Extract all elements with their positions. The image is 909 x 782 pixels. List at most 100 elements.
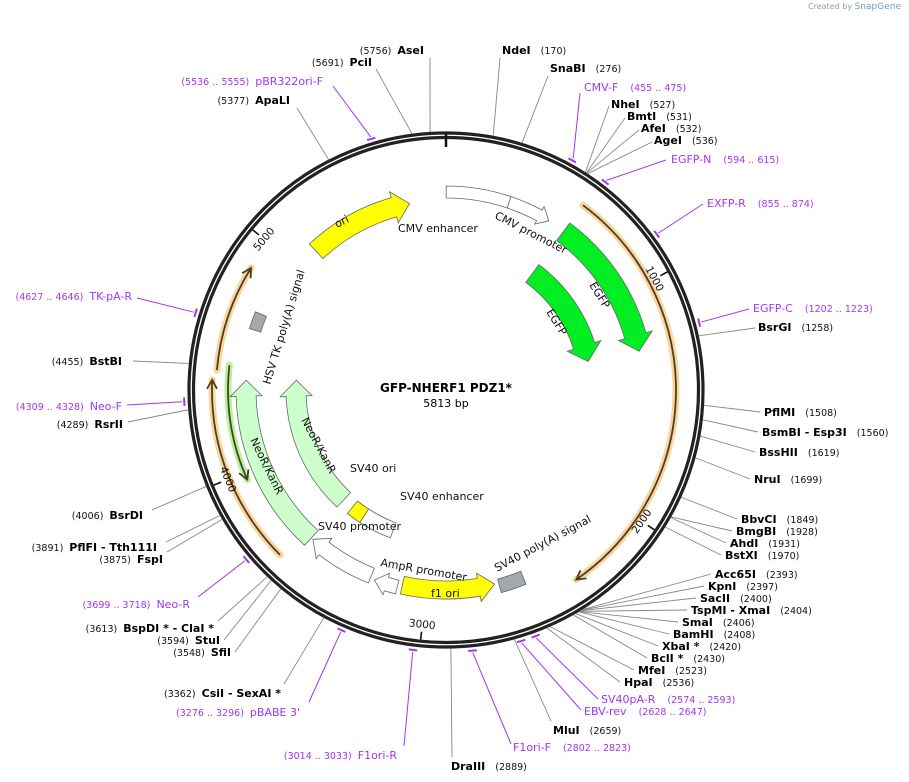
- feature-label-f1-ori[interactable]: f1 ori: [431, 587, 460, 600]
- enzyme-site-bstbi[interactable]: (4455)BstBI: [52, 355, 122, 368]
- feature-f1-ori-arrow[interactable]: [399, 572, 496, 603]
- enzyme-site-bspdi-clai[interactable]: (3613)BspDI * - ClaI *: [86, 622, 215, 635]
- feature-neor-kanr-arrow[interactable]: [279, 379, 352, 508]
- enzyme-site-pflfi-tth111i[interactable]: (3891)PflFI - Tth111I: [32, 541, 157, 554]
- enzyme-site-bsrdi[interactable]: (4006)BsrDI: [72, 509, 143, 522]
- enzyme-site-sacii[interactable]: SacII(2400): [700, 592, 772, 605]
- enzyme-site-bsrgi[interactable]: BsrGI(1258): [758, 321, 833, 334]
- enzyme-site-agei[interactable]: AgeI(536): [654, 134, 718, 147]
- paren-open: (: [32, 543, 36, 554]
- enzyme-site-nrui[interactable]: NruI(1699): [754, 473, 822, 486]
- feature-egfp-arrow[interactable]: [556, 222, 654, 352]
- primer-pbabe-3[interactable]: (3276 .. 3296)pBABE 3': [176, 706, 300, 719]
- enzyme-site-csii-sexai[interactable]: (3362)CsiI - SexAI *: [164, 687, 281, 700]
- enzyme-site-mfei[interactable]: MfeI(2523): [638, 664, 707, 677]
- enzyme-position: 1699: [794, 475, 818, 486]
- feature-label-sv40-promoter[interactable]: SV40 promoter: [318, 520, 402, 533]
- enzyme-leader-line: [586, 129, 640, 174]
- enzyme-site-smai[interactable]: SmaI(2406): [682, 616, 755, 629]
- feature-hsv-tk-poly-a-signal-arrow[interactable]: [248, 311, 268, 333]
- feature-sv40-poly-a-signal-arrow[interactable]: [497, 570, 527, 594]
- enzyme-site-pflmi[interactable]: PflMI(1508): [764, 406, 837, 419]
- enzyme-site-sfii[interactable]: (3548)SfiI: [173, 646, 231, 659]
- primer-ebv-rev[interactable]: EBV-rev(2628 .. 2647): [584, 705, 706, 718]
- primer-binding-mark[interactable]: [408, 648, 418, 652]
- primer-cmv-f[interactable]: CMV-F(455 .. 475): [584, 81, 686, 94]
- primer-binding-mark[interactable]: [516, 638, 526, 644]
- primer-binding-mark[interactable]: [531, 633, 540, 639]
- feature-neor-kanr-arrow[interactable]: [229, 379, 319, 546]
- feature-sv40-promoter-arrow[interactable]: [312, 537, 375, 584]
- primer-binding-mark[interactable]: [242, 555, 250, 564]
- paren-close: ): [185, 636, 189, 647]
- primer-pbr322ori-f[interactable]: (5536 .. 5555)pBR322ori-F: [181, 75, 323, 88]
- feature-cmv-promoter-arrow[interactable]: [506, 196, 550, 225]
- primer-egfp-c[interactable]: EGFP-C(1202 .. 1223): [753, 302, 873, 315]
- enzyme-site-bmti[interactable]: BmtI(531): [627, 110, 692, 123]
- enzyme-site-hpai[interactable]: HpaI(2536): [624, 676, 694, 689]
- enzyme-site-stui[interactable]: (3594)StuI: [157, 634, 220, 647]
- enzyme-site-bbvci[interactable]: BbvCI(1849): [741, 513, 818, 526]
- primer-binding-mark[interactable]: [366, 136, 376, 142]
- enzyme-site-asei[interactable]: (5756)AseI: [360, 44, 424, 57]
- enzyme-site-rsrii[interactable]: (4289)RsrII: [57, 418, 123, 431]
- primer-exfp-r[interactable]: EXFP-R(855 .. 874): [707, 197, 814, 210]
- enzyme-site-bamhi[interactable]: BamHI(2408): [673, 628, 755, 641]
- primer-tk-pa-r[interactable]: (4627 .. 4646)TK-pA-R: [15, 290, 132, 303]
- enzyme-site-pcii[interactable]: (5691)PciI: [312, 56, 372, 69]
- feature-ampr-promoter-arrow[interactable]: [373, 572, 400, 596]
- enzyme-site-kpni[interactable]: KpnI(2397): [708, 580, 778, 593]
- enzyme-site-ndei[interactable]: NdeI(170): [502, 44, 566, 57]
- feature-cmv-enhancer-arrow[interactable]: [445, 185, 512, 209]
- enzyme-site-tspmi-xmai[interactable]: TspMI - XmaI(2404): [691, 604, 812, 617]
- enzyme-leader-line: [521, 75, 549, 144]
- primer-binding-mark[interactable]: [568, 157, 577, 164]
- enzyme-site-draiii[interactable]: DraIII(2889): [451, 760, 527, 773]
- primer-binding-mark[interactable]: [653, 230, 661, 239]
- feature-label-sv40-ori[interactable]: SV40 ori: [350, 462, 396, 475]
- primer-egfp-n[interactable]: EGFP-N(594 .. 615): [671, 153, 779, 166]
- feature-label-hsv-tk-polya[interactable]: HSV TK poly(A) signal: [260, 268, 307, 386]
- paren-open: (: [596, 64, 600, 75]
- enzyme-site-mlui[interactable]: MluI(2659): [553, 724, 621, 737]
- enzyme-site-apali[interactable]: (5377)ApaLI: [217, 94, 290, 107]
- enzyme-site-afei[interactable]: AfeI(532): [641, 122, 701, 135]
- primer-binding-mark[interactable]: [601, 178, 610, 186]
- enzyme-site-nhei[interactable]: NheI(527): [611, 98, 675, 111]
- primer-neo-r[interactable]: (3699 .. 3718)Neo-R: [83, 598, 191, 611]
- feature-sv40-enhancer-arrow[interactable]: [359, 508, 397, 539]
- enzyme-site-bcli[interactable]: BclI *(2430): [651, 652, 725, 665]
- feature-ori-arrow[interactable]: [308, 191, 411, 260]
- enzyme-site-acc65i[interactable]: Acc65I(2393): [715, 568, 798, 581]
- orf-line[interactable]: [575, 204, 677, 581]
- orf-line[interactable]: [216, 267, 252, 371]
- enzyme-site-bmgbi[interactable]: BmgBI(1928): [736, 525, 818, 538]
- orf-line[interactable]: [227, 365, 249, 480]
- enzyme-leader-line: [578, 611, 670, 635]
- primer-binding-mark[interactable]: [468, 649, 477, 652]
- primer-binding-mark[interactable]: [337, 627, 346, 633]
- enzyme-site-ahdi[interactable]: AhdI(1931): [730, 537, 800, 550]
- enzyme-name: AhdI: [730, 537, 758, 550]
- orf-line[interactable]: [211, 379, 281, 556]
- paren-open: (: [16, 402, 20, 413]
- primer-f1ori-f[interactable]: F1ori-F(2802 .. 2823): [513, 741, 631, 754]
- primer-neo-f[interactable]: (4309 .. 4328)Neo-F: [16, 400, 122, 413]
- feature-label-sv40-polya[interactable]: SV40 poly(A) signal: [492, 513, 593, 575]
- enzyme-site-bsshii[interactable]: BssHII(1619): [759, 446, 840, 459]
- primer-binding-mark[interactable]: [697, 318, 702, 327]
- enzyme-site-bstxi[interactable]: BstXI(1970): [725, 549, 799, 562]
- feature-label-ori[interactable]: ori: [332, 213, 351, 231]
- enzyme-site-xbai[interactable]: XbaI *(2420): [662, 640, 741, 653]
- primer-sv40pa-r[interactable]: SV40pA-R(2574 .. 2593): [601, 693, 735, 706]
- snapgene-credit: Created by SnapGene: [808, 2, 901, 12]
- primer-f1ori-r[interactable]: (3014 .. 3033)F1ori-R: [284, 749, 398, 762]
- primer-binding-mark[interactable]: [193, 308, 198, 318]
- feature-egfp-arrow[interactable]: [525, 264, 602, 363]
- enzyme-site-snabi[interactable]: SnaBI(276): [550, 62, 621, 75]
- enzyme-site-bsmbi-esp3i[interactable]: BsmBI - Esp3I(1560): [762, 426, 888, 439]
- feature-label-sv40-enhancer[interactable]: SV40 enhancer: [400, 490, 484, 503]
- range-separator: ..: [43, 292, 55, 303]
- feature-label-cmv-enhancer[interactable]: CMV enhancer: [398, 222, 478, 235]
- enzyme-site-fspi[interactable]: (3875)FspI: [99, 553, 163, 566]
